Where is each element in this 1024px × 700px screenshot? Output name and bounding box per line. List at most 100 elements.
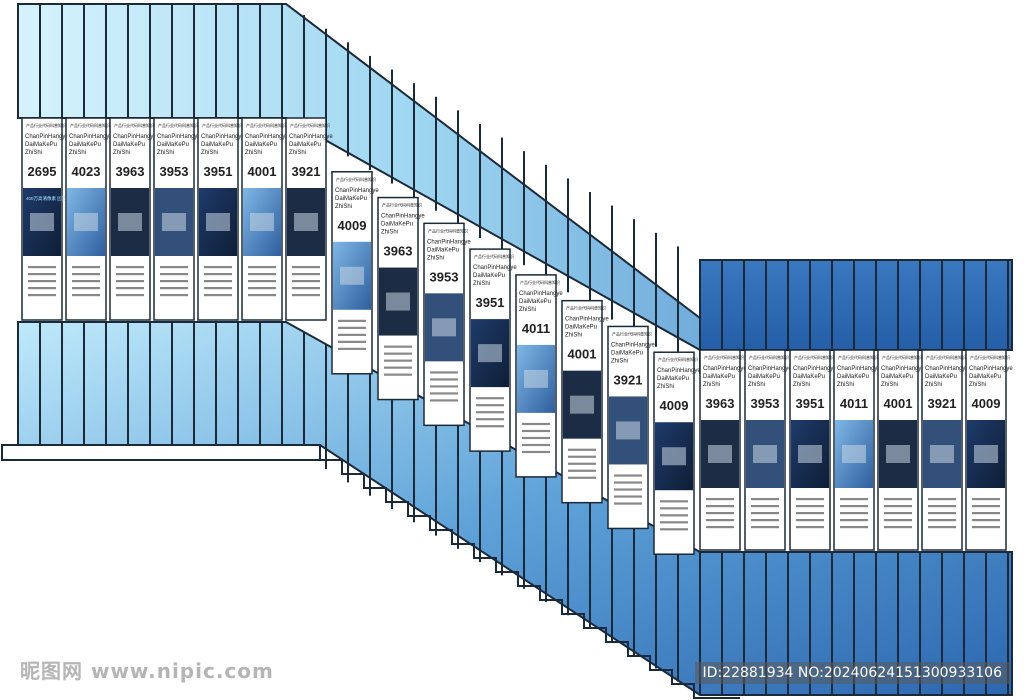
product-photo-device: [30, 213, 54, 231]
panel-body-line: [160, 266, 188, 269]
panel-pinyin: ChanPinHangye: [703, 366, 747, 372]
panel-body-line: [568, 455, 596, 458]
panel-caption: 产品行业代码科普知识: [838, 354, 878, 360]
panel-caption: 产品行业代码科普知识: [658, 356, 698, 362]
panel-body-line: [384, 359, 412, 362]
panel-caption: 产品行业代码科普知识: [970, 354, 1010, 360]
panel-body-line: [248, 287, 276, 290]
panel-body-line: [884, 498, 912, 501]
right-wall-block: [699, 259, 1013, 351]
panel-body-line: [338, 319, 366, 322]
panel-body-line: [204, 294, 232, 297]
panel-pinyin: DaiMaKePu: [289, 142, 321, 148]
panel-pinyin: ZhiShi: [748, 382, 765, 388]
panel-body-line: [706, 519, 734, 522]
product-photo-device: [662, 447, 686, 466]
panel-pinyin: ZhiShi: [157, 150, 174, 156]
panel-body-line: [660, 500, 688, 503]
panel-body-line: [160, 280, 188, 283]
panel-pinyin: ChanPinHangye: [657, 368, 701, 374]
panel-body-line: [796, 526, 824, 529]
product-photo-device: [294, 213, 318, 231]
product-photo-device: [708, 445, 732, 463]
product-panel: 产品行业代码科普知识ChanPinHangyeDaiMaKePuZhiShi40…: [965, 349, 1013, 551]
panel-body-line: [204, 280, 232, 283]
product-photo-device: [118, 213, 142, 231]
panel-body-line: [568, 448, 596, 451]
panel-pinyin: ChanPinHangye: [473, 265, 517, 271]
product-photo-device: [570, 395, 594, 414]
panel-body-line: [430, 392, 458, 395]
panel-caption: 产品行业代码科普知识: [158, 122, 198, 128]
panel-pinyin: ZhiShi: [837, 382, 854, 388]
product-code: 3953: [751, 396, 780, 411]
product-panel: 产品行业代码科普知识ChanPinHangyeDaiMaKePuZhiShi40…: [515, 274, 563, 478]
panel-body-line: [292, 273, 320, 276]
panel-body-line: [28, 273, 56, 276]
product-code: 4009: [972, 396, 1001, 411]
product-photo-device: [930, 445, 954, 463]
panel-caption: 产品行业代码科普知识: [520, 279, 560, 285]
panel-caption: 产品行业代码科普知识: [882, 354, 922, 360]
panel-body-line: [384, 352, 412, 355]
panel-body-line: [160, 273, 188, 276]
panel-body-line: [116, 287, 144, 290]
panel-body-line: [28, 294, 56, 297]
product-code: 3963: [706, 396, 735, 411]
panel-body-line: [338, 333, 366, 336]
panel-pinyin: ZhiShi: [881, 382, 898, 388]
panel-body-line: [614, 481, 642, 484]
product-code: 4001: [884, 396, 913, 411]
panel-pinyin: ChanPinHangye: [201, 134, 245, 140]
product-panel: 产品行业代码科普知识ChanPinHangyeDaiMaKePuZhiShi39…: [789, 349, 837, 551]
panel-body-line: [522, 443, 550, 447]
panel-pinyin: DaiMaKePu: [25, 142, 57, 148]
panel-body-line: [884, 519, 912, 522]
product-photo-device: [524, 369, 548, 388]
panel-pinyin: ChanPinHangye: [565, 317, 609, 323]
panel-pinyin: ZhiShi: [611, 358, 628, 364]
panel-body-line: [614, 488, 642, 491]
product-code: 3963: [116, 164, 145, 179]
product-panel: 产品行业代码科普知识ChanPinHangyeDaiMaKePuZhiShi39…: [109, 117, 157, 321]
panel-body-line: [928, 512, 956, 515]
panel-body-line: [928, 498, 956, 501]
panel-body-line: [568, 462, 596, 465]
product-panel: 产品行业代码科普知识ChanPinHangyeDaiMaKePuZhiShi40…: [331, 171, 379, 375]
panel-body-line: [248, 273, 276, 276]
panel-body-line: [116, 266, 144, 269]
product-panel: 产品行业代码科普知识ChanPinHangyeDaiMaKePuZhiShi39…: [377, 196, 425, 401]
product-panel: 产品行业代码科普知识ChanPinHangyeDaiMaKePuZhiShi39…: [197, 117, 245, 321]
product-panel: 产品行业代码科普知识ChanPinHangyeDaiMaKePuZhiShi39…: [469, 248, 517, 452]
panel-body-line: [706, 505, 734, 508]
product-photo-device: [250, 213, 274, 231]
panel-pinyin: DaiMaKePu: [881, 374, 913, 380]
panel-caption: 产品行业代码科普知识: [114, 122, 154, 128]
panel-body-line: [476, 418, 504, 421]
panel-body-line: [660, 528, 688, 531]
panel-caption: 产品行业代码科普知识: [336, 176, 376, 182]
panel-pinyin: ZhiShi: [565, 333, 582, 339]
panel-pinyin: DaiMaKePu: [69, 142, 101, 148]
panel-body-line: [160, 294, 188, 297]
product-photo-device: [74, 213, 98, 231]
product-panel: 产品行业代码科普知识ChanPinHangyeDaiMaKePuZhiShi40…: [877, 349, 925, 551]
panel-body-line: [751, 512, 779, 515]
panel-pinyin: DaiMaKePu: [565, 325, 597, 331]
product-code: 3921: [928, 396, 957, 411]
panel-body-line: [660, 514, 688, 517]
panel-pinyin: ZhiShi: [113, 150, 130, 156]
panel-pinyin: ZhiShi: [25, 150, 42, 156]
product-panel: 产品行业代码科普知识ChanPinHangyeDaiMaKePuZhiShi39…: [699, 349, 747, 551]
panel-caption: 产品行业代码科普知识: [749, 354, 789, 360]
panel-body-line: [204, 287, 232, 290]
panel-body-line: [840, 526, 868, 529]
panel-pinyin: ZhiShi: [381, 230, 398, 236]
panel-body-line: [840, 512, 868, 515]
product-code: 3921: [614, 372, 643, 387]
product-panel: 产品行业代码科普知识ChanPinHangyeDaiMaKePuZhiShi39…: [423, 222, 471, 427]
staircase: [1, 444, 740, 699]
panel-caption: 产品行业代码科普知识: [566, 305, 606, 311]
product-panel: 产品行业代码科普知识ChanPinHangyeDaiMaKePuZhiShi40…: [653, 351, 701, 555]
product-code: 3951: [796, 396, 825, 411]
